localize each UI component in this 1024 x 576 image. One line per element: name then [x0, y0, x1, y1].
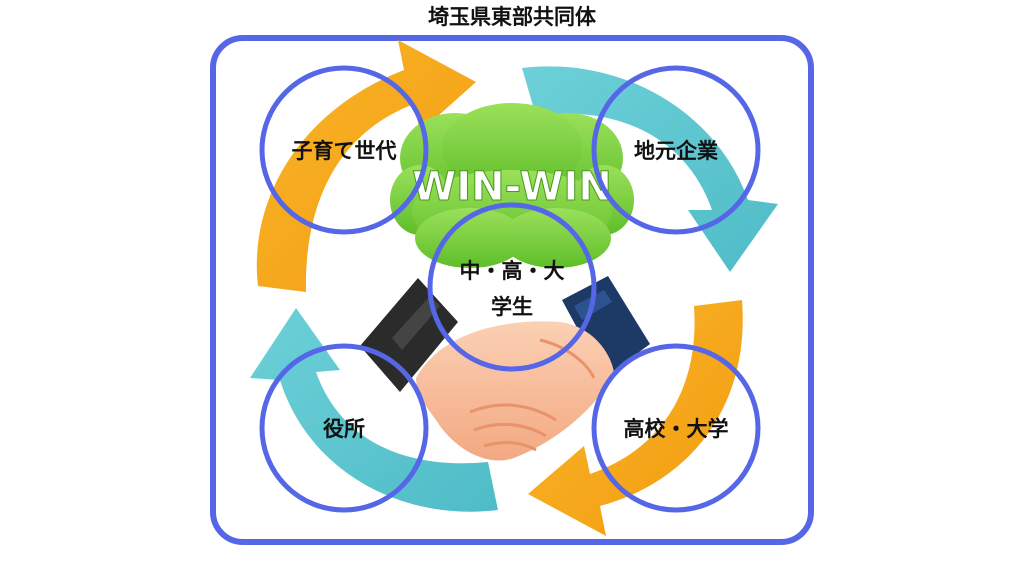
label-top-left: 子育て世代	[292, 139, 397, 163]
circle-bottom-right	[591, 343, 761, 513]
diagram-title: 埼玉県東部共同体	[428, 5, 597, 29]
label-center-line2: 学生	[491, 295, 533, 319]
circle-top-left	[259, 65, 429, 235]
win-win-label: WIN-WIN	[412, 164, 612, 210]
orange-arrow-top-left	[256, 40, 476, 292]
clasped-hands	[416, 321, 614, 461]
label-bottom-right: 高校・大学	[624, 417, 729, 441]
teal-arrow-bottom-left	[250, 308, 498, 512]
circle-center	[427, 202, 597, 372]
outer-frame	[210, 35, 814, 545]
label-center-line1: 中・高・大	[460, 259, 565, 283]
circle-top-right	[591, 65, 761, 235]
orange-arrow-bottom-right	[528, 300, 743, 536]
circle-bottom-left	[259, 343, 429, 513]
label-bottom-left: 役所	[323, 417, 365, 441]
label-top-right: 地元企業	[634, 139, 719, 163]
